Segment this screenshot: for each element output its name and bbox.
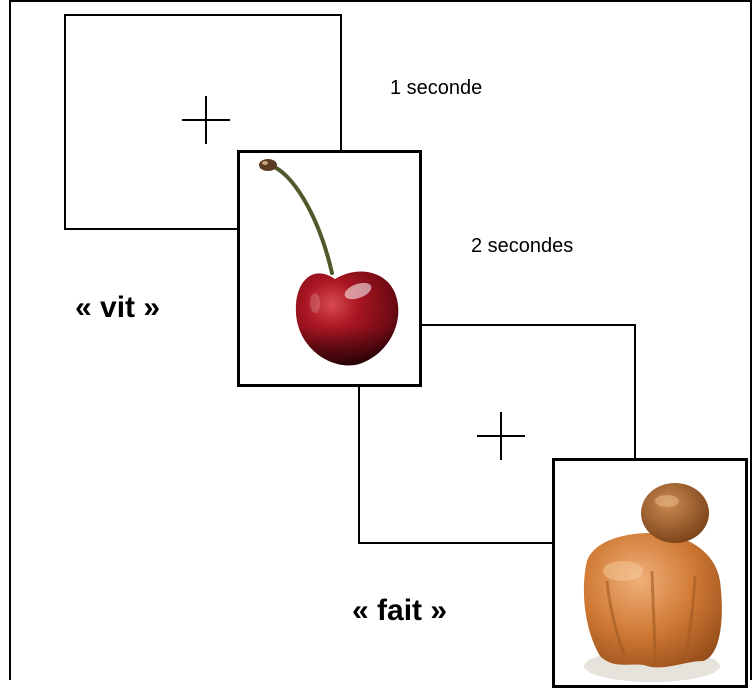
fixation-cross-icon	[182, 96, 230, 144]
spoken-word-2: « fait »	[352, 594, 448, 627]
brioche-icon	[583, 483, 722, 682]
diagram-border	[9, 0, 752, 680]
cherry-icon	[259, 159, 399, 366]
fixation-duration-label: 1 seconde	[390, 77, 483, 99]
stimulus-screen-1	[237, 150, 422, 387]
fixation-cross-icon	[477, 412, 525, 460]
stimulus-screen-2	[552, 458, 748, 688]
stimulus-duration-label: 2 secondes	[471, 235, 574, 257]
spoken-word-1: « vit »	[75, 291, 161, 324]
